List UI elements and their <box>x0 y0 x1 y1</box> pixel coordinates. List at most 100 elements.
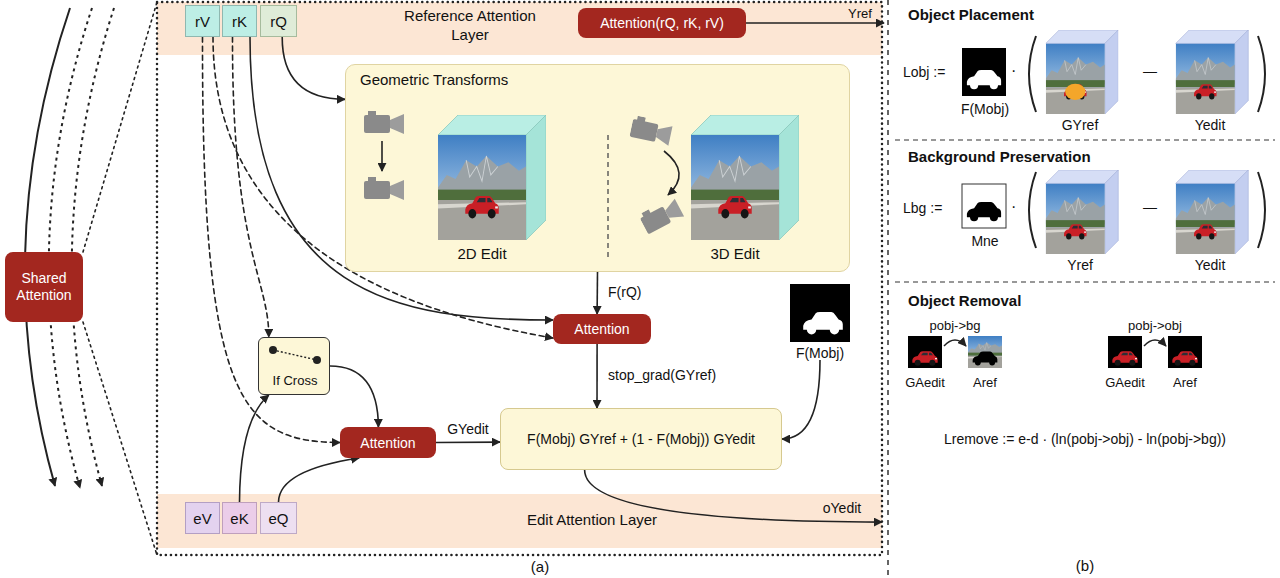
output-arrow <box>746 22 884 24</box>
annotation: Mne <box>971 233 998 249</box>
annotation: (b) <box>1076 557 1094 574</box>
annotation: Object Removal <box>908 292 1021 309</box>
connector <box>202 37 340 443</box>
transform-panel: Geometric Transforms2D Edit3D Edit <box>345 64 850 272</box>
text-slot: If Cross <box>175 373 415 388</box>
node-label: Attention(rQ, rK, rV) <box>600 15 724 31</box>
node-label: eQ <box>268 510 288 527</box>
connector <box>436 441 500 443</box>
background-loss-figure <box>962 170 1265 254</box>
text-slot: — <box>1030 62 1270 80</box>
annotation: Lobj := <box>903 64 945 80</box>
node-label: rV <box>195 13 210 30</box>
attention-box: Attention <box>340 427 436 458</box>
node-label: Shared Attention <box>11 270 77 305</box>
layer-band: Reference Attention LayerrVrKrQAttention… <box>157 2 882 55</box>
text-slot: Edit Attention Layer <box>527 511 657 528</box>
node-label: 2D Edit <box>457 245 506 262</box>
token-box: rV <box>185 5 220 37</box>
annotation: Background Preservation <box>908 148 1091 165</box>
annotation: pobj->bg <box>930 318 981 333</box>
annotation: Yref <box>848 6 872 21</box>
connector <box>596 344 598 408</box>
section-divider <box>895 281 1275 282</box>
annotation: · <box>1011 62 1016 80</box>
text-slot: GAedit <box>1005 373 1245 391</box>
blend-box: F(Mobj) GYref + (1 - F(Mobj)) GYedit <box>500 408 782 470</box>
text-slot: (a) <box>420 558 660 575</box>
annotation: Yedit <box>1195 257 1226 273</box>
node-label: F(Mobj) GYref + (1 - F(Mobj)) GYedit <box>527 431 755 447</box>
text-slot: pobj->bg <box>835 316 1075 334</box>
section-divider <box>895 139 1275 140</box>
text-slot: Lbg := <box>903 199 942 217</box>
edge-label: stop_grad(GYref) <box>606 367 718 383</box>
text-slot: Yedit <box>1090 256 1280 274</box>
text-slot: Yref <box>848 4 872 22</box>
text-slot: F(Mobj) <box>865 100 1105 118</box>
node-label: Attention <box>360 435 415 451</box>
annotation: GYref <box>1062 117 1099 133</box>
annotation: GAedit <box>905 375 945 390</box>
annotation: Aref <box>973 375 997 390</box>
connector <box>240 395 269 502</box>
annotation: Lremove := e-d · (ln(pobj->obj) - ln(pob… <box>944 431 1226 447</box>
token-box: rK <box>222 5 257 37</box>
node-label: rQ <box>270 13 287 30</box>
layer-band-fill <box>157 494 882 548</box>
text-slot: — <box>1030 198 1270 216</box>
node-label: (a) <box>531 558 549 575</box>
text-slot: · <box>1011 62 1016 80</box>
annotation: pobj->obj <box>1128 318 1182 333</box>
edge-label: oYedit <box>821 500 863 516</box>
edge-label: GYedit <box>445 421 491 437</box>
attention-box: Attention <box>553 314 651 344</box>
connector <box>782 360 820 439</box>
node-label: Geometric Transforms <box>360 71 508 88</box>
text-slot: Lobj := <box>903 63 945 81</box>
connector <box>232 37 268 337</box>
connector <box>596 272 598 314</box>
removal-loss-figure <box>908 336 1202 368</box>
text-slot: Aref <box>1065 373 1280 391</box>
text-slot: GYref <box>960 116 1200 134</box>
text-slot: 2D Edit <box>362 245 602 262</box>
node-label: eV <box>193 510 211 527</box>
annotation: Aref <box>1173 375 1197 390</box>
connector <box>279 458 360 502</box>
node-label: Edit Attention Layer <box>527 511 657 528</box>
annotation: Yref <box>1067 257 1093 273</box>
text-slot: F(rQ) <box>606 283 643 301</box>
text-slot: Background Preservation <box>908 148 1091 166</box>
connector <box>282 37 345 99</box>
text-slot: Yedit <box>1090 116 1280 134</box>
connector <box>330 366 378 427</box>
node-label: eK <box>230 510 248 527</box>
token-box: eQ <box>260 502 297 534</box>
mask-image: F(Mobj) <box>790 284 850 360</box>
token-box: rQ <box>260 5 297 37</box>
annotation: — <box>1143 199 1157 215</box>
shared-arcs <box>25 8 114 488</box>
attention-box: Attention(rQ, rK, rV) <box>578 8 746 38</box>
panel-divider <box>887 0 889 578</box>
node-label: rK <box>232 13 247 30</box>
text-slot: F(Mobj) <box>700 345 940 361</box>
annotation: F(Mobj) <box>961 101 1009 117</box>
annotation: Object Placement <box>908 6 1034 23</box>
text-slot: · <box>1011 198 1016 216</box>
text-slot: Geometric Transforms <box>360 71 508 88</box>
connector <box>213 37 553 338</box>
connector <box>83 2 157 252</box>
token-box: eK <box>222 502 257 534</box>
text-slot: Mne <box>865 232 1105 250</box>
text-slot: Object Removal <box>908 292 1021 310</box>
zoom-frame: (a)Reference Attention LayerrVrKrQAttent… <box>157 2 882 555</box>
zoom-frame-outline <box>157 2 882 555</box>
node-label: F(Mobj) <box>796 345 844 361</box>
layer-band: Edit Attention Layer eV eK eQ <box>157 494 882 548</box>
node-label: Attention <box>574 321 629 337</box>
text-slot: pobj->obj <box>1035 316 1275 334</box>
attention-block: Shared Attention <box>5 252 83 322</box>
switch-box: If Cross <box>258 337 330 395</box>
